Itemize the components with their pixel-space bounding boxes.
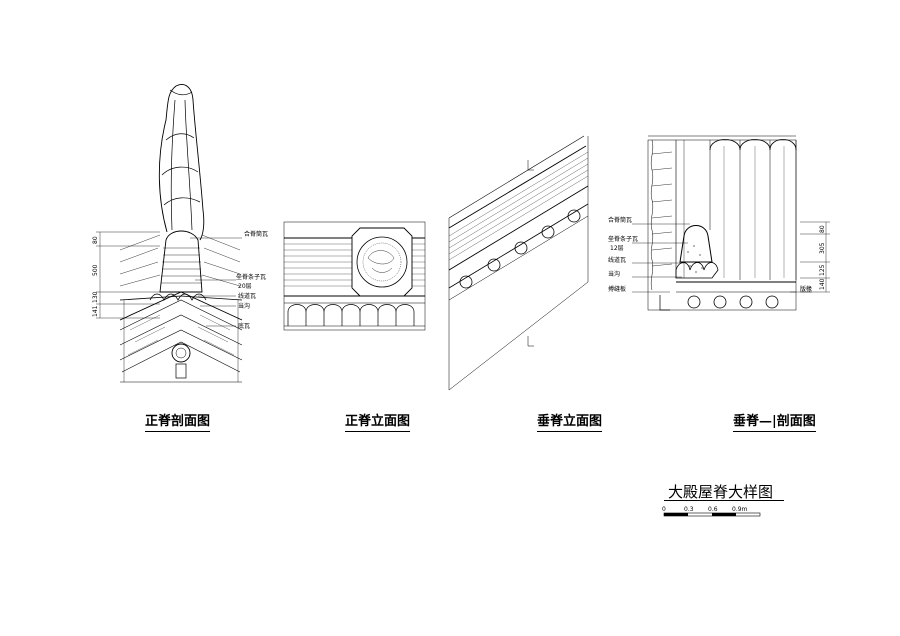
ridge-dim-141: 141 xyxy=(92,305,99,317)
scale-tick-3: 0.9m xyxy=(732,506,748,513)
ridge-label-layers: 20层 xyxy=(238,283,252,290)
hip-dim-125: 125 xyxy=(819,264,826,276)
hip-ridge-section-view xyxy=(632,135,830,311)
ridge-dim-80: 80 xyxy=(92,236,99,244)
scale-tick-1: 0.3 xyxy=(684,506,694,513)
hip-label-rafter-board: 版椽 xyxy=(800,286,813,293)
hip-ridge-elevation-view xyxy=(448,135,589,391)
scale-tick-0: 0 xyxy=(662,506,666,513)
drawing-title: 大殿屋脊大样图 xyxy=(668,483,774,501)
ridge-dim-500: 500 xyxy=(92,264,99,276)
title-underline xyxy=(664,500,784,501)
ridge-label-bottom-tile: 底瓦 xyxy=(238,323,251,330)
ridge-label-gutter: 当沟 xyxy=(238,303,251,310)
ridge-elevation-view xyxy=(283,221,426,331)
ridge-label-stack-tile: 垒脊条子瓦 xyxy=(236,274,267,281)
ridge-label-line-tile: 线道瓦 xyxy=(238,293,257,300)
caption-ridge-section: 正脊剖面图 xyxy=(145,410,211,432)
caption-hip-ridge-section: 垂脊—|剖面图 xyxy=(733,410,816,432)
hip-label-barge-board: 搏缝板 xyxy=(608,286,627,293)
hip-label-cap-tile: 合脊筒瓦 xyxy=(608,217,633,224)
hip-dim-305: 305 xyxy=(819,242,826,254)
hip-label-gutter: 当沟 xyxy=(608,271,621,278)
caption-hip-ridge-elevation: 垂脊立面图 xyxy=(537,410,603,432)
ridge-label-cap-tile: 合脊筒瓦 xyxy=(244,231,269,238)
hip-label-layers: 12层 xyxy=(610,245,624,252)
scale-bar xyxy=(663,512,761,517)
hip-label-stack-tile: 垒脊条子瓦 xyxy=(608,236,639,243)
ridge-section-view xyxy=(96,84,243,383)
hip-dim-80: 80 xyxy=(819,225,826,233)
hip-dim-140: 140 xyxy=(819,278,826,290)
ridge-dim-130: 130 xyxy=(92,291,99,303)
hip-label-line-tile: 线道瓦 xyxy=(608,257,627,264)
caption-ridge-elevation: 正脊立面图 xyxy=(345,410,411,432)
scale-tick-2: 0.6 xyxy=(708,506,718,513)
